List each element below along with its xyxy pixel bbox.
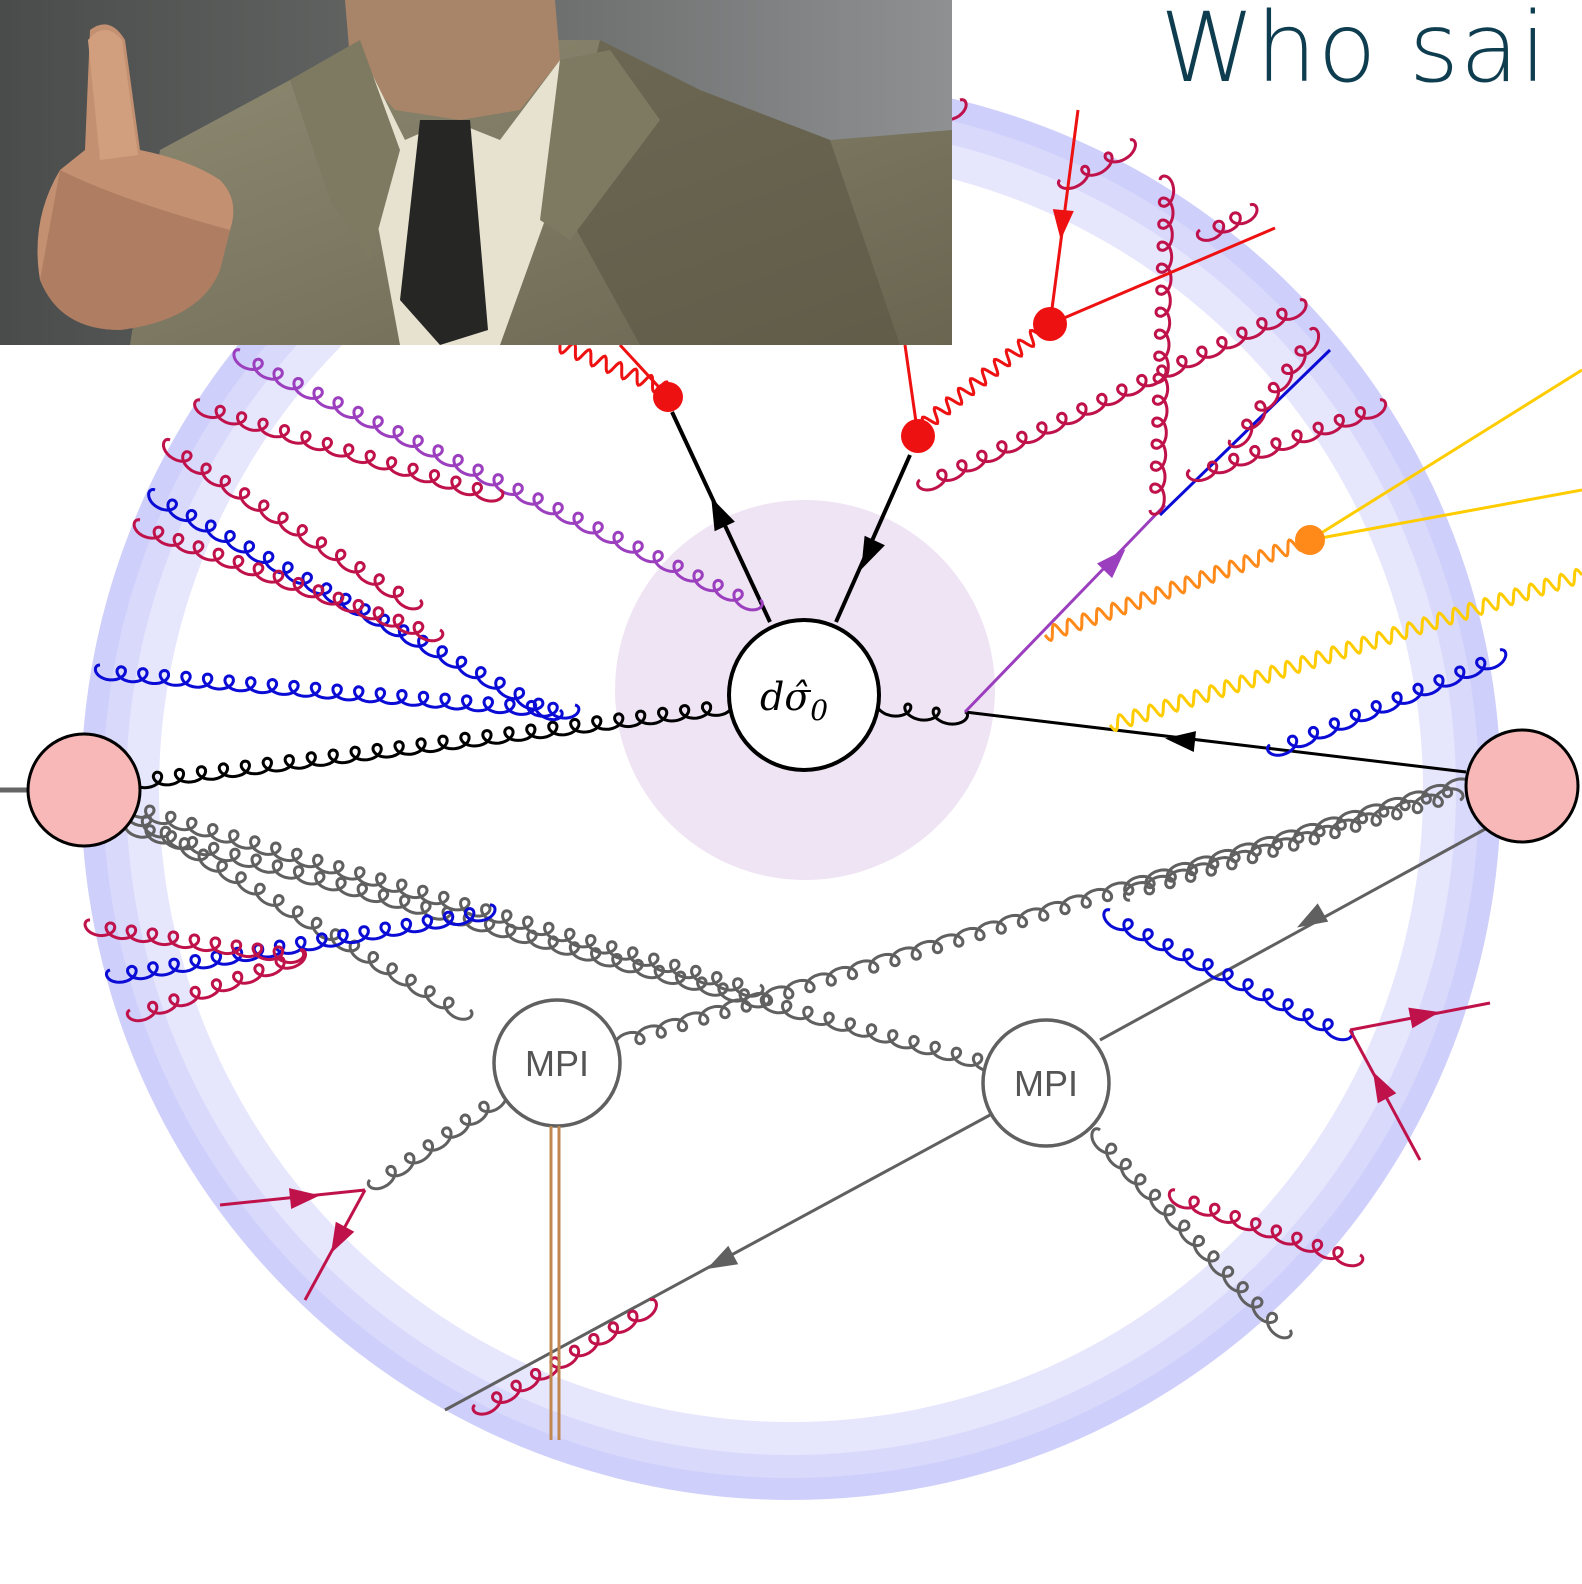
quark-blue-upper [1158, 348, 1332, 517]
lapel-right [540, 50, 660, 240]
photon-orange [1043, 532, 1312, 643]
gluon-crimson-left-1 [162, 437, 424, 611]
gluon-crimson-left-3 [132, 518, 445, 643]
gluon-grey-mpi-left-out [366, 1087, 509, 1191]
quark-black-incoming [964, 710, 1467, 774]
gluon-black-incoming [129, 698, 735, 790]
person-photo [0, 0, 952, 345]
gluon-crimson-lower-right [1167, 1188, 1365, 1268]
arrow-black-in [1165, 731, 1196, 752]
photon-red-2 [558, 341, 670, 394]
gluon-grey-right-1 [613, 777, 1475, 1052]
arrow-crimson-1 [289, 1188, 320, 1209]
gluon-grey-right-2 [1123, 787, 1465, 902]
gluon-blue-left-1 [93, 663, 581, 720]
mpi-vertex-right [981, 1018, 1111, 1148]
mpi-vertex-left [492, 998, 622, 1128]
arrow-out-1 [711, 497, 735, 532]
lapel-left [290, 40, 400, 260]
gluon-black-out [874, 698, 969, 726]
incoming-hadron-right [1464, 728, 1580, 844]
decay-vertex-2 [901, 419, 935, 453]
gluon-crimson-left-5 [125, 948, 307, 1023]
decay-vertex-3 [1033, 307, 1067, 341]
gluon-crimson-upper-1 [916, 298, 1308, 492]
page-title: Who sai [1160, 0, 1548, 104]
finger [88, 30, 138, 160]
gluon-crimson-left-4 [83, 918, 306, 965]
photo-illustration [0, 0, 952, 345]
photon-yellow-line-1 [1309, 368, 1582, 542]
hard-process-vertex [727, 618, 881, 772]
hard-process-main: dσ̂ [760, 675, 811, 719]
quark-red-4 [1049, 226, 1276, 326]
mpi-label-right: MPI [1014, 1063, 1078, 1104]
gluon-crimson-upper-3 [1185, 398, 1388, 483]
gluon-purple [232, 348, 764, 612]
gluon-grey-right-3 [1090, 1127, 1293, 1340]
gluon-crimson-lower [471, 1298, 659, 1416]
gluon-grey-left-3 [123, 798, 765, 998]
arrow-crimson-3 [1408, 1007, 1440, 1029]
gluon-grey-left-1 [121, 802, 474, 1021]
incoming-hadron-left [26, 732, 142, 848]
arrow-red-1 [1052, 209, 1074, 240]
gluon-crimson-left-2 [193, 398, 505, 503]
photon-yellow-line-2 [1309, 488, 1582, 542]
hard-process-label: dσ̂0 [760, 675, 828, 727]
photon-vertex [1295, 525, 1325, 555]
arrow-crimson-2 [331, 1221, 355, 1254]
quark-purple [963, 503, 1167, 714]
mpi-label-left: MPI [525, 1043, 589, 1084]
photon-yellow [1108, 567, 1582, 733]
gluon-blue-right-2 [1265, 648, 1508, 757]
quark-out-2 [834, 454, 912, 623]
tie [400, 120, 488, 345]
gluon-crimson-top-2 [1056, 138, 1138, 190]
decay-vertex-1 [653, 382, 683, 412]
arrow-grey-2 [706, 1245, 739, 1269]
hard-process-sub: 0 [810, 694, 828, 727]
arrow-out-2 [861, 535, 885, 570]
gluon-blue-left-3 [104, 903, 497, 984]
arrow-grey-1 [1297, 903, 1329, 928]
hand-shadow [40, 170, 230, 330]
arrow-purple [1097, 549, 1126, 579]
gluon-crimson-upper-4 [1227, 326, 1321, 449]
gluon-crimson-top-3 [1195, 203, 1259, 242]
face [345, 0, 560, 120]
gluon-grey-left-2 [123, 818, 1005, 1073]
gluon-blue-right-1 [1102, 908, 1354, 1042]
gluon-crimson-upper-2 [1148, 174, 1176, 516]
particle-lines [83, 98, 1582, 1416]
arrow-crimson-4 [1373, 1071, 1397, 1104]
photon-red-1 [917, 319, 1051, 435]
